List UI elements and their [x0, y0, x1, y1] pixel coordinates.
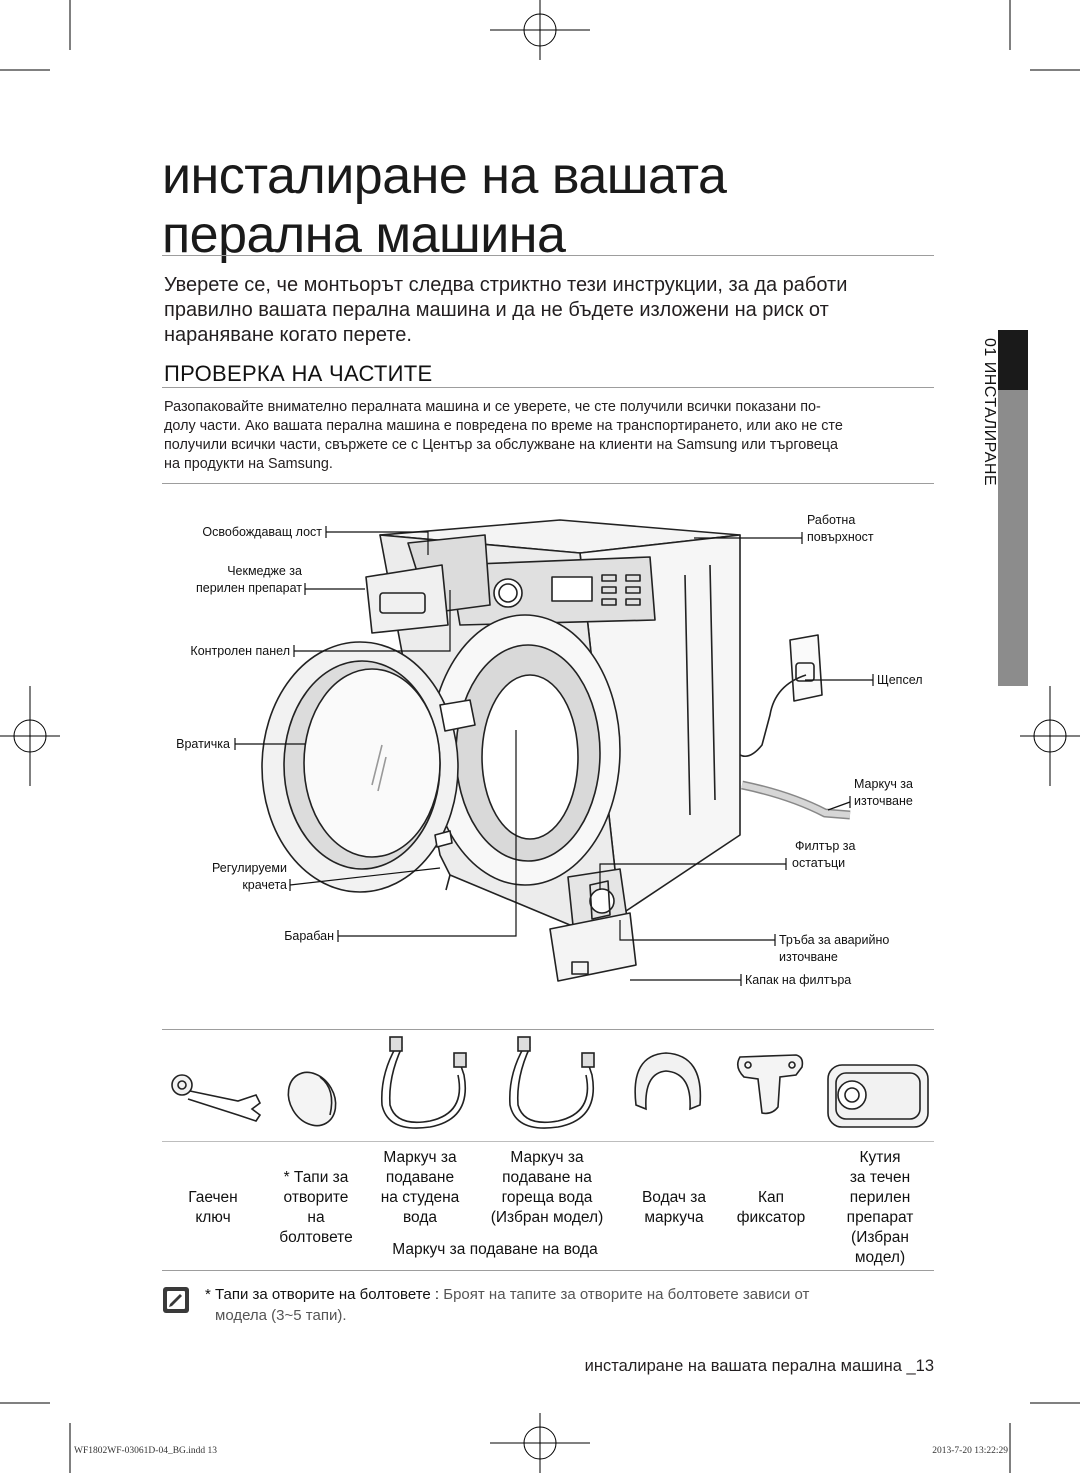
part-line: модел) [854, 1249, 906, 1266]
label-release-lever: Освобождаващ лост [202, 525, 322, 539]
part-holding-cap: Кап фиксатор [726, 1188, 816, 1228]
label-line: източване [854, 794, 913, 808]
part-line: * Тапи за [283, 1169, 349, 1186]
label-line: Маркуч за [854, 777, 913, 791]
part-line: гореща вода [501, 1189, 593, 1206]
diagram-top-rule [162, 483, 934, 484]
body-line: долу части. Ако вашата перална машина е … [164, 418, 843, 434]
body-line: получили всички части, свържете се с Цен… [164, 437, 839, 453]
parts-icons [171, 1036, 929, 1129]
note-line-2: модела (3~5 тапи). [215, 1307, 347, 1324]
print-file-info: WF1802WF-03061D-04_BG.indd 13 [74, 1446, 218, 1456]
part-line: болтовете [279, 1229, 353, 1246]
parts-bottom-rule [162, 1270, 934, 1271]
label-line: Регулируеми [212, 861, 287, 875]
note-bold: * Тапи за отворите на болтовете : [205, 1286, 440, 1303]
label-door: Вратичка [176, 737, 230, 751]
unpack-paragraph: Разопаковайте внимателно пералната машин… [164, 398, 939, 474]
spanner-icon [171, 1074, 262, 1122]
label-plug: Щепсел [877, 673, 923, 687]
section-heading: ПРОВЕРКА НА ЧАСТИТЕ [164, 361, 433, 386]
note-rest: Броят на тапите за отворите на болтовете… [439, 1286, 810, 1303]
part-line: подаване [385, 1169, 455, 1186]
label-drum: Барабан [284, 929, 334, 943]
part-bolt-caps: * Тапи за отворите на болтовете [266, 1168, 366, 1248]
title-rule [162, 255, 934, 256]
detergent-box-icon [827, 1064, 929, 1128]
label-control-panel: Контролен панел [190, 644, 290, 658]
part-line: Гаечен [188, 1189, 238, 1206]
parts-top-rule [162, 1029, 934, 1030]
part-spanner: Гаечен ключ [178, 1188, 248, 1228]
label-line: източване [779, 950, 838, 964]
part-line: отворите [283, 1189, 349, 1206]
label-line: Тръба за аварийно [779, 933, 890, 947]
part-line: Водач за [641, 1189, 707, 1206]
part-line: Маркуч за [383, 1149, 457, 1166]
part-line: маркуча [644, 1209, 704, 1226]
label-line: повърхност [807, 530, 874, 544]
cold-hose-icon [380, 1036, 467, 1129]
part-water-supply-hose: Маркуч за подаване на вода [392, 1241, 598, 1258]
part-line: на студена [380, 1189, 460, 1206]
page-footer: инсталиране на вашата перална машина _13 [584, 1357, 934, 1375]
section-rule [162, 387, 934, 388]
hot-hose-icon [508, 1036, 595, 1129]
body-line: на продукти на Samsung. [164, 456, 333, 472]
label-line: Чекмедже за [227, 564, 302, 578]
part-hot-hose: Маркуч за подаване на гореща вода (Избра… [480, 1148, 614, 1228]
chapter-tab [968, 330, 1028, 686]
label-line: остатъци [792, 856, 846, 870]
part-line: Кап [757, 1189, 785, 1206]
part-line: (Избран [851, 1229, 909, 1246]
print-date-info: 2013-7-20 13:22:29 [932, 1446, 1008, 1456]
part-cold-hose: Маркуч за подаване на студена вода [368, 1148, 472, 1228]
label-drain-hose: Маркуч за източване [854, 776, 913, 810]
label-adjustable-feet: Регулируеми крачета [212, 860, 287, 894]
part-line: подаване на [502, 1169, 592, 1186]
part-line: вода [402, 1209, 437, 1226]
part-line: фиксатор [736, 1209, 806, 1226]
page-title-line-1: инсталиране на вашата [162, 147, 727, 205]
bolt-cap-icon [287, 1071, 337, 1127]
hose-guide-icon [634, 1052, 702, 1111]
label-emergency-drain: Тръба за аварийно източване [779, 932, 889, 966]
holding-cap-icon [736, 1054, 804, 1115]
intro-line: Уверете се, че монтьорът следва стриктно… [164, 274, 848, 296]
intro-line: правилно вашата перална машина и да не б… [164, 299, 829, 321]
part-line: препарат [846, 1209, 914, 1226]
body-line: Разопаковайте внимателно пералната машин… [164, 399, 821, 415]
note-text: * Тапи за отворите на болтовете : Броят … [205, 1284, 935, 1326]
intro-line: нараняване когато перете. [164, 324, 412, 346]
label-filter-cover: Капак на филтъра [745, 973, 852, 987]
label-debris-filter: Филтър за остатъци [792, 838, 855, 872]
page-title-line-2: перална машина [162, 206, 566, 264]
part-hose-guide: Водач за маркуча [628, 1188, 720, 1228]
part-line: ключ [195, 1209, 231, 1226]
part-detergent-box: Кутия за течен перилен препарат (Избран … [830, 1148, 930, 1268]
part-line: за течен [849, 1169, 911, 1186]
parts-mid-rule [162, 1141, 934, 1142]
part-line: (Избран модел) [490, 1209, 604, 1226]
label-worktop: Работна повърхност [807, 512, 874, 546]
washing-machine-illustration [261, 519, 851, 982]
part-line: перилен [849, 1189, 911, 1206]
label-line: крачета [242, 878, 287, 892]
part-line: на [307, 1209, 325, 1226]
label-line: перилен препарат [195, 581, 302, 595]
part-line: Маркуч за [510, 1149, 584, 1166]
note-icon [163, 1287, 189, 1313]
part-line: Кутия [859, 1149, 901, 1166]
intro-paragraph: Уверете се, че монтьорът следва стриктно… [164, 273, 934, 348]
label-line: Работна [807, 513, 856, 527]
label-line: Филтър за [795, 839, 856, 853]
label-detergent-drawer: Чекмедже за перилен препарат [196, 563, 302, 597]
